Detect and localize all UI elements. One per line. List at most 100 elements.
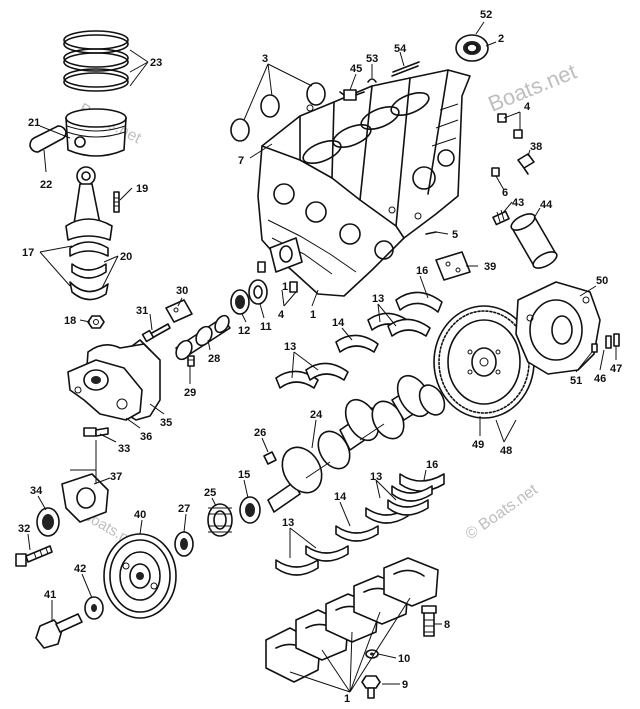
main-bearing-caps xyxy=(265,557,439,683)
bearing-rings xyxy=(230,279,268,315)
callout-6: 6 xyxy=(502,187,508,199)
callout-20: 20 xyxy=(120,251,132,263)
rod-bolt xyxy=(113,191,120,213)
bolt-32 xyxy=(15,545,53,567)
callout-23: 23 xyxy=(150,57,162,69)
callout-5: 5 xyxy=(452,229,458,241)
callout-8: 8 xyxy=(444,619,450,631)
callout-10: 10 xyxy=(398,653,410,665)
callout-18: 18 xyxy=(64,315,76,327)
flywheel xyxy=(433,305,535,419)
callout-1: 1 xyxy=(310,309,316,321)
callout-25: 25 xyxy=(204,487,216,499)
callout-14: 14 xyxy=(334,491,347,503)
callout-33: 33 xyxy=(118,443,130,455)
callout-52: 52 xyxy=(480,9,492,21)
front-cover xyxy=(67,359,143,421)
callout-26: 26 xyxy=(254,427,266,439)
callout-31: 31 xyxy=(136,305,148,317)
connecting-rod xyxy=(65,166,113,241)
oil-filter xyxy=(510,213,558,269)
cap-bolt xyxy=(421,605,437,637)
pulley-washer xyxy=(84,596,104,620)
callout-54: 54 xyxy=(394,43,407,55)
callout-1: 1 xyxy=(282,281,288,293)
callout-40: 40 xyxy=(134,509,146,521)
main-bearing-upper xyxy=(275,312,431,389)
callout-42: 42 xyxy=(74,563,86,575)
front-housing xyxy=(61,473,109,523)
rear-cover-plate xyxy=(435,251,471,281)
callout-49: 49 xyxy=(472,439,484,451)
callout-4: 4 xyxy=(524,101,531,113)
main-bearing-lower xyxy=(275,499,429,576)
bolt-29 xyxy=(187,355,195,367)
rod-nut xyxy=(87,315,105,329)
callout-19: 19 xyxy=(136,183,148,195)
knock-sensor xyxy=(517,153,535,175)
cylinder-block xyxy=(257,69,471,297)
callout-1: 1 xyxy=(344,693,350,705)
callout-29: 29 xyxy=(184,387,196,399)
clip xyxy=(367,78,377,83)
bolt-33 xyxy=(83,427,109,437)
woodruff-key xyxy=(263,451,277,465)
callout-48: 48 xyxy=(500,445,512,457)
callout-4: 4 xyxy=(278,309,285,321)
callout-14: 14 xyxy=(332,317,345,329)
callout-27: 27 xyxy=(178,503,190,515)
crank-pulley xyxy=(103,533,177,619)
oil-pressure-sender xyxy=(339,89,365,101)
thrust-bearing-lower xyxy=(391,473,445,502)
callout-53: 53 xyxy=(366,53,378,65)
callout-43: 43 xyxy=(512,197,524,209)
callout-38: 38 xyxy=(530,141,542,153)
callout-13: 13 xyxy=(282,517,294,529)
callout-2: 2 xyxy=(498,33,504,45)
balance-shaft xyxy=(175,314,231,361)
piston xyxy=(65,108,127,157)
crankshaft xyxy=(267,374,446,513)
oil-pump-housing xyxy=(269,237,303,273)
callout-22: 22 xyxy=(40,179,52,191)
piston-pin xyxy=(29,125,67,153)
callout-7: 7 xyxy=(238,155,244,167)
callout-46: 46 xyxy=(594,373,606,385)
callout-50: 50 xyxy=(596,275,608,287)
callout-12: 12 xyxy=(238,325,250,337)
callout-13: 13 xyxy=(372,293,384,305)
leader-lines xyxy=(27,21,617,693)
callout-11: 11 xyxy=(260,321,272,333)
callout-16: 16 xyxy=(426,459,438,471)
callout-30: 30 xyxy=(176,285,188,297)
watermark: Boats.net xyxy=(485,59,581,117)
rod-bearing-shells xyxy=(69,241,109,301)
crank-gear xyxy=(207,503,233,537)
spacer-ring xyxy=(239,496,261,524)
dowel-pin xyxy=(425,231,437,235)
callout-24: 24 xyxy=(310,409,323,421)
callout-15: 15 xyxy=(238,469,250,481)
pulley-bolt xyxy=(35,613,83,649)
callout-3: 3 xyxy=(262,53,268,65)
callout-16: 16 xyxy=(416,265,428,277)
piston-rings xyxy=(63,30,129,92)
callout-39: 39 xyxy=(484,261,496,273)
oil-seal xyxy=(36,507,60,537)
callout-47: 47 xyxy=(610,363,622,375)
thrust-bearing-upper xyxy=(395,291,443,313)
callout-44: 44 xyxy=(540,199,553,211)
callout-37: 37 xyxy=(110,471,122,483)
watermark: © Boats.net xyxy=(463,481,542,543)
core-plugs xyxy=(230,82,326,142)
callout-17: 17 xyxy=(22,247,34,259)
callout-36: 36 xyxy=(140,431,152,443)
block-bolts xyxy=(257,261,298,293)
callout-labels: 52 2 53 54 45 3 4 7 38 6 43 44 5 39 16 2… xyxy=(18,9,622,705)
callout-51: 51 xyxy=(570,375,582,387)
drain-bolt xyxy=(361,675,381,699)
rear-seal xyxy=(455,34,489,62)
filter-stud xyxy=(492,209,510,226)
washer-27 xyxy=(174,531,194,557)
